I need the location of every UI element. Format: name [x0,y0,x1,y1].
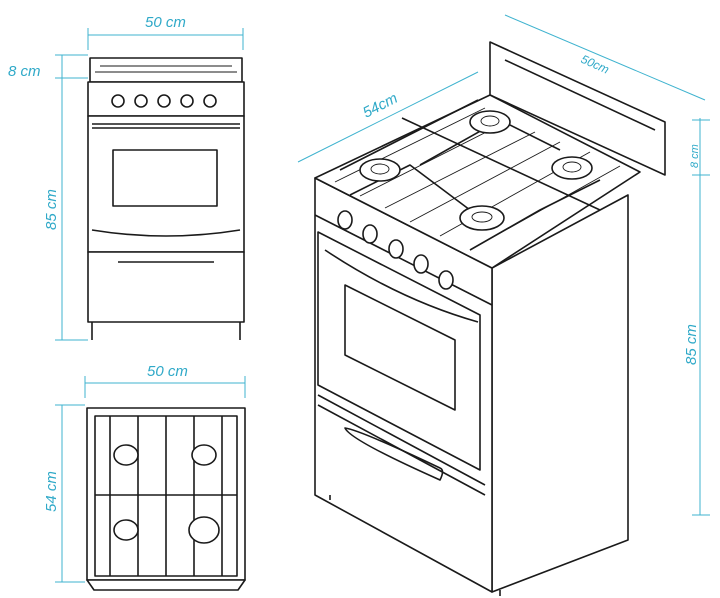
iso-backsplash-label: 8 cm [689,144,701,168]
iso-knobs [337,210,454,290]
front-backsplash-label: 8 cm [8,63,41,80]
iso-width-label: 50cm [579,52,612,77]
front-knobs [111,94,217,108]
iso-burners [359,110,593,231]
front-height-label: 85 cm [43,189,60,230]
top-width-label: 50 cm [147,363,188,380]
iso-view [314,41,666,596]
top-burners [113,444,220,544]
dimension-lines [55,14,710,583]
iso-depth-label: 54cm [360,90,400,122]
top-depth-label: 54 cm [43,471,60,512]
iso-height-label: 85 cm [683,324,700,365]
front-view [87,57,245,340]
top-view [86,407,246,591]
front-width-label: 50 cm [145,14,186,31]
